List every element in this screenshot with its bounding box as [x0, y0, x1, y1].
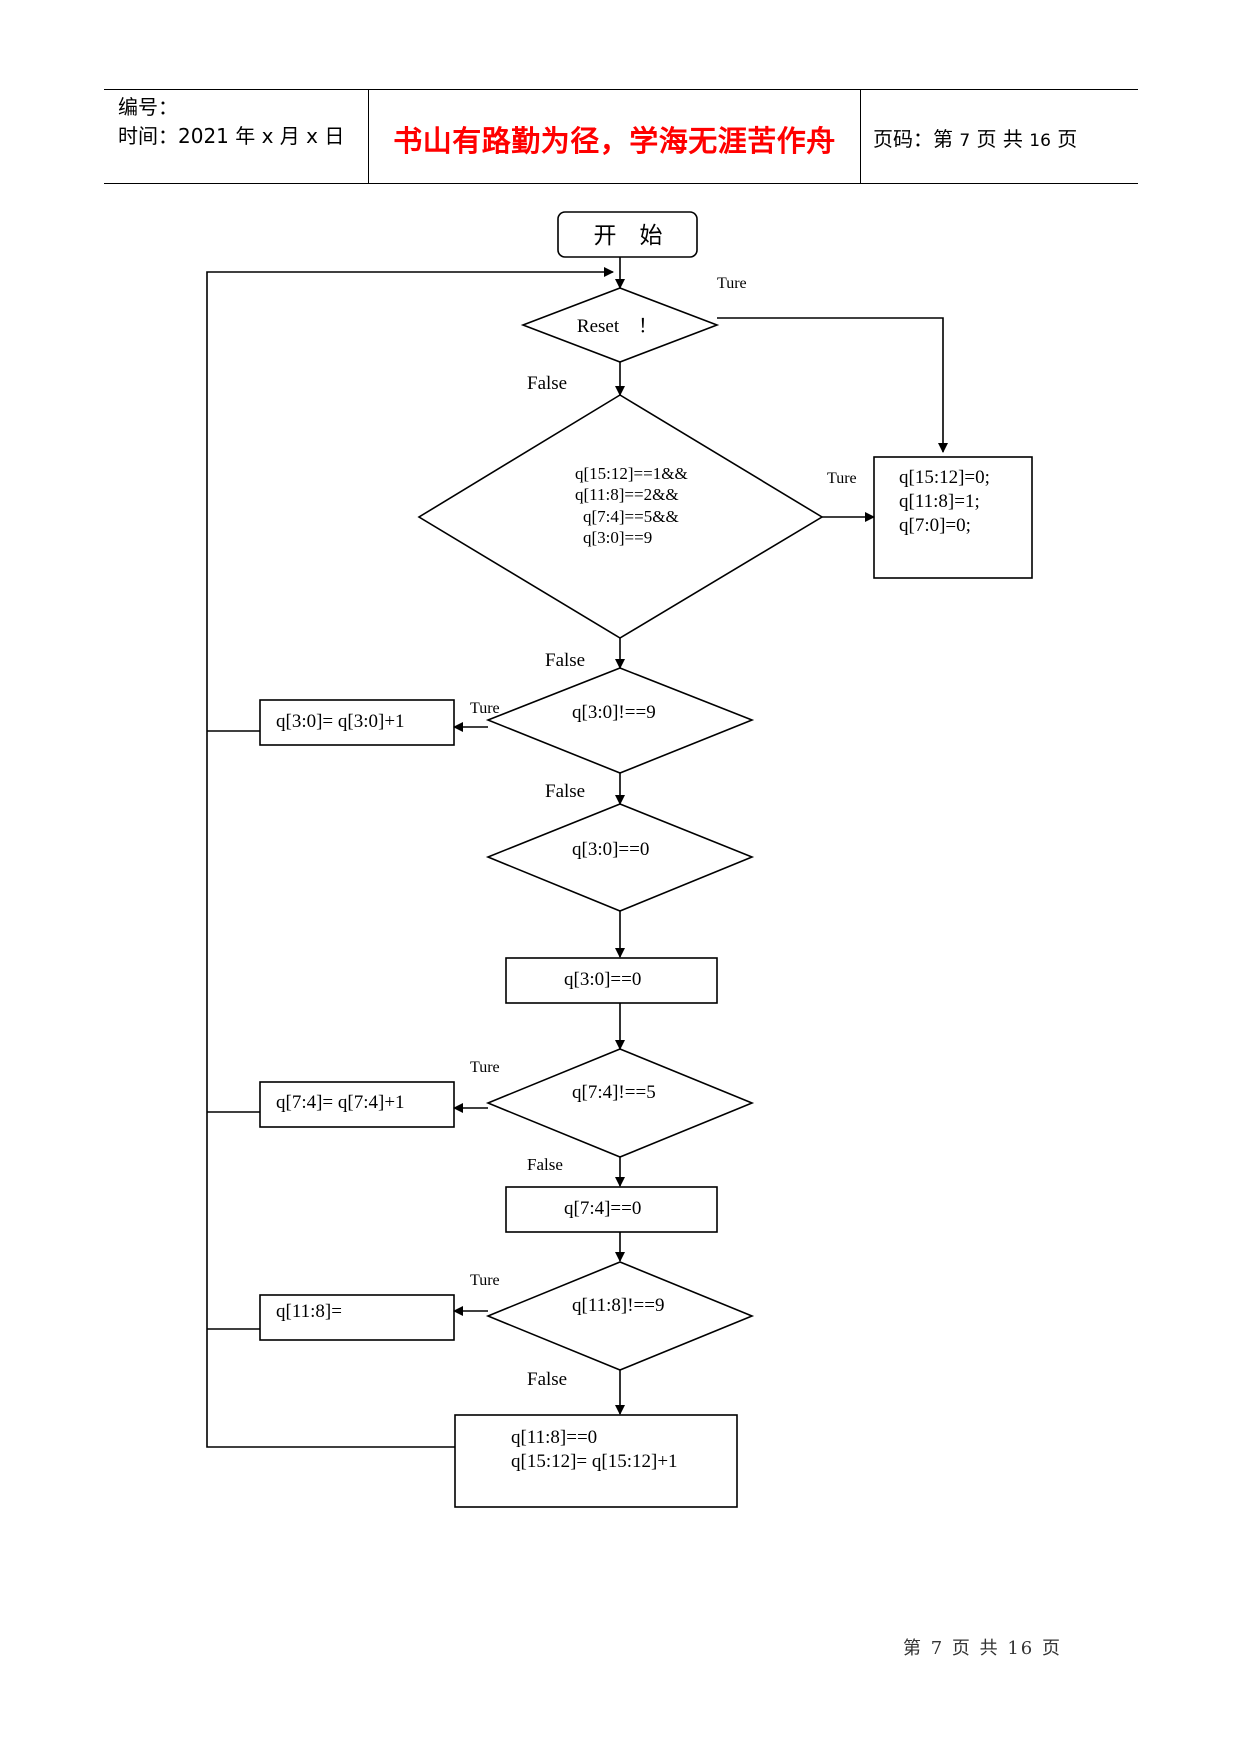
box-final-line-1: q[11:8]==0 — [511, 1427, 597, 1448]
box-inc-d3 — [259, 1294, 455, 1341]
decision-max-line-1: q[15:12]==1&& — [575, 464, 688, 483]
header-motto-cell: 书山有路勤为径，学海无涯苦作舟 — [369, 90, 861, 183]
loop-return-line — [206, 267, 614, 1448]
decision-d3-label: q[11:8]!==9 — [572, 1295, 665, 1316]
decision-reset-label: Reset ！ — [577, 316, 657, 337]
box-inc-d1-label: q[3:0]= q[3:0]+1 — [276, 711, 405, 732]
box-reset-line-2: q[11:8]=1; — [899, 491, 980, 512]
page-mid: 页 共 — [970, 127, 1030, 151]
decision-max-line-2: q[11:8]==2&& — [575, 485, 679, 504]
page-prefix: 页码：第 — [873, 127, 960, 151]
page-suffix: 页 — [1050, 127, 1078, 151]
decision-d2-label: q[7:4]!==5 — [572, 1082, 656, 1103]
max-true-label: Ture — [827, 470, 857, 487]
d2-true-label: Ture — [470, 1059, 500, 1076]
box-d1-zero — [505, 957, 718, 1004]
box-d2-zero-label: q[7:4]==0 — [564, 1198, 641, 1219]
decision-d1-zero-label: q[3:0]==0 — [572, 839, 649, 860]
connector-reset-true — [717, 317, 948, 453]
serial-label: 编号： — [118, 95, 178, 119]
page-counter: 页码：第 7 页 共 16 页 — [873, 123, 1077, 152]
decision-d2 — [485, 1048, 755, 1158]
decision-d3 — [485, 1261, 755, 1371]
d3-true-label: Ture — [470, 1272, 500, 1289]
start-label: 开 始 — [594, 223, 663, 248]
time-label: 时间：2021 年 x 月 x 日 — [118, 124, 345, 148]
box-inc-d1 — [259, 699, 455, 746]
box-reset-line-1: q[15:12]=0; — [899, 467, 990, 488]
d3-false-label: False — [527, 1369, 567, 1390]
page-footer: 第 7 页 共 16 页 — [903, 1638, 1062, 1659]
page-number: 7 — [959, 131, 971, 151]
header-page-cell: 页码：第 7 页 共 16 页 — [861, 90, 1138, 183]
decision-max-line-4: q[3:0]==9 — [583, 528, 652, 547]
d2-false-label: False — [527, 1155, 563, 1174]
page-header: 编号： 时间：2021 年 x 月 x 日 书山有路勤为径，学海无涯苦作舟 页码… — [104, 89, 1138, 184]
reset-false-label: False — [527, 373, 567, 394]
box-final-line-2: q[15:12]= q[15:12]+1 — [511, 1451, 678, 1472]
box-final — [454, 1414, 738, 1508]
reset-true-label: Ture — [717, 275, 747, 292]
box-d2-zero — [505, 1186, 718, 1233]
box-reset — [873, 456, 1033, 579]
page-total: 16 — [1029, 131, 1051, 151]
header-info-cell: 编号： 时间：2021 年 x 月 x 日 — [104, 90, 369, 183]
d1-false-label: False — [545, 781, 585, 802]
box-reset-line-3: q[7:0]=0; — [899, 515, 971, 536]
box-inc-d2 — [259, 1081, 455, 1128]
box-inc-d3-label: q[11:8]= — [276, 1301, 342, 1322]
decision-max-line-3: q[7:4]==5&& — [583, 507, 679, 526]
start-node — [557, 211, 698, 258]
motto: 书山有路勤为径，学海无涯苦作舟 — [393, 124, 836, 158]
box-inc-d2-label: q[7:4]= q[7:4]+1 — [276, 1092, 405, 1113]
d1-true-label: Ture — [470, 700, 500, 717]
decision-d1-label: q[3:0]!==9 — [572, 702, 656, 723]
box-d1-zero-label: q[3:0]==0 — [564, 969, 641, 990]
max-false-label: False — [545, 650, 585, 671]
